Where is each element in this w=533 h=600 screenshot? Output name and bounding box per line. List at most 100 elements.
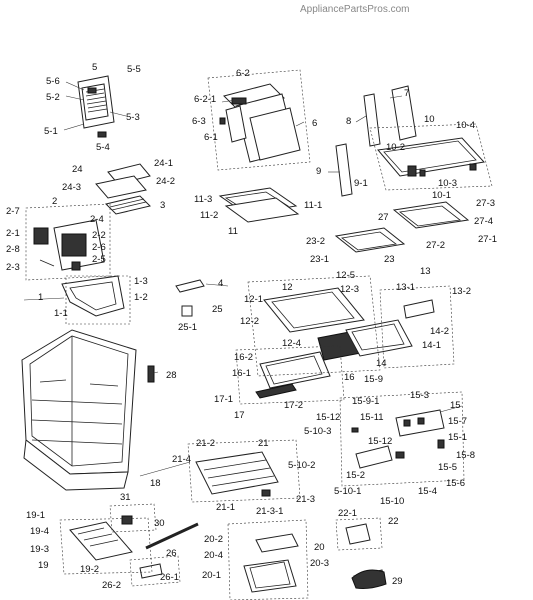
label: 30 (154, 518, 165, 529)
label: 5-1 (44, 126, 58, 137)
label: 24-1 (154, 158, 173, 169)
label: 11-1 (304, 200, 322, 211)
label: 6 (312, 118, 317, 129)
label: 5 (92, 62, 97, 73)
label: 15-10 (380, 496, 404, 507)
label: 13 (420, 266, 431, 277)
label: 28 (166, 370, 177, 381)
label: 11 (228, 226, 238, 237)
label: 6-1 (204, 132, 218, 143)
label: 19 (38, 560, 49, 571)
label: 15-3 (410, 390, 429, 401)
part-5-assembly (77, 75, 115, 138)
label: 20-4 (204, 550, 223, 561)
label: 9-1 (354, 178, 368, 189)
label: 14-1 (422, 340, 441, 351)
label: 15 (450, 400, 461, 411)
label: 2-7 (6, 206, 20, 217)
label: 15-12 (316, 412, 340, 423)
label: 17 (234, 410, 245, 421)
label: 21-2 (196, 438, 215, 449)
label: 15-9-1 (352, 396, 379, 407)
label: 1-2 (134, 292, 148, 303)
label: 17-1 (214, 394, 233, 405)
label: 8 (346, 116, 351, 127)
label: 5-10-3 (304, 426, 331, 437)
label: 15-1 (448, 432, 467, 443)
label: 25 (212, 304, 223, 315)
label: 24 (72, 164, 83, 175)
part-19-30-26 (69, 515, 199, 579)
label: 10-2 (386, 142, 405, 153)
label: 5-10-2 (288, 460, 315, 471)
label: 24-2 (156, 176, 175, 187)
label: 21-3-1 (256, 506, 283, 517)
label: 23-1 (310, 254, 329, 265)
label: 14-2 (430, 326, 449, 337)
label: 27-3 (476, 198, 495, 209)
label: 1 (38, 292, 43, 303)
label: 11-3 (194, 194, 212, 205)
label: 29 (392, 576, 403, 587)
label: 6-2 (236, 68, 250, 79)
label: 12-2 (240, 316, 259, 327)
label: 10 (424, 114, 435, 125)
label: 27-2 (426, 240, 445, 251)
label: 14 (376, 358, 387, 369)
part-15-control (351, 409, 445, 469)
label: 31 (120, 492, 131, 503)
part-29 (351, 569, 387, 589)
label: 24-3 (62, 182, 81, 193)
label: 19-3 (30, 544, 49, 555)
label: 19-1 (26, 510, 45, 521)
watermark-text: AppliancePartsPros.com (300, 4, 410, 15)
part-7-8-9-strips (335, 85, 417, 197)
label: 13-2 (452, 286, 471, 297)
label: 22 (388, 516, 399, 527)
label: 21-3 (296, 494, 315, 505)
label: 1-1 (54, 308, 68, 319)
label: 6-3 (192, 116, 206, 127)
label: 12 (282, 282, 293, 293)
label: 16-2 (234, 352, 253, 363)
label: 22-1 (338, 508, 357, 519)
label: 6-2-1 (194, 94, 216, 105)
part-12-cover (263, 287, 367, 361)
label: 12-3 (340, 284, 359, 295)
label: 12-1 (244, 294, 263, 305)
label: 13-1 (396, 282, 415, 293)
label: 5-10-1 (334, 486, 361, 497)
label: 2-3 (6, 262, 20, 273)
part-20-basket (243, 533, 299, 593)
label: 16-1 (232, 368, 251, 379)
label: 25-1 (178, 322, 197, 333)
label: 10-3 (438, 178, 457, 189)
label: 20 (314, 542, 325, 553)
label: 5-2 (46, 92, 60, 103)
part-4-25 (175, 279, 205, 317)
label: 1-3 (134, 276, 148, 287)
label: 23 (384, 254, 395, 265)
label: 15-9 (364, 374, 383, 385)
part-16-17-drawer (255, 351, 331, 399)
label: 12-5 (336, 270, 355, 281)
label: 2-2 (92, 230, 106, 241)
label: 26-1 (160, 572, 179, 583)
label: 15-4 (418, 486, 437, 497)
label: 20-2 (204, 534, 223, 545)
label: 15-5 (438, 462, 457, 473)
label: 7 (404, 88, 409, 99)
part-27-23-shelves (334, 201, 470, 253)
label: 21-1 (216, 502, 235, 513)
label: 5-6 (46, 76, 60, 87)
part-24-3-trays (95, 163, 151, 215)
label: 27-1 (478, 234, 497, 245)
label: 18 (150, 478, 161, 489)
leader-lines (23, 81, 463, 477)
label: 9 (316, 166, 321, 177)
label: 21 (258, 438, 269, 449)
label: 15-7 (448, 416, 467, 427)
part-1-ice-bucket (61, 275, 125, 317)
label: 21-4 (172, 454, 191, 465)
